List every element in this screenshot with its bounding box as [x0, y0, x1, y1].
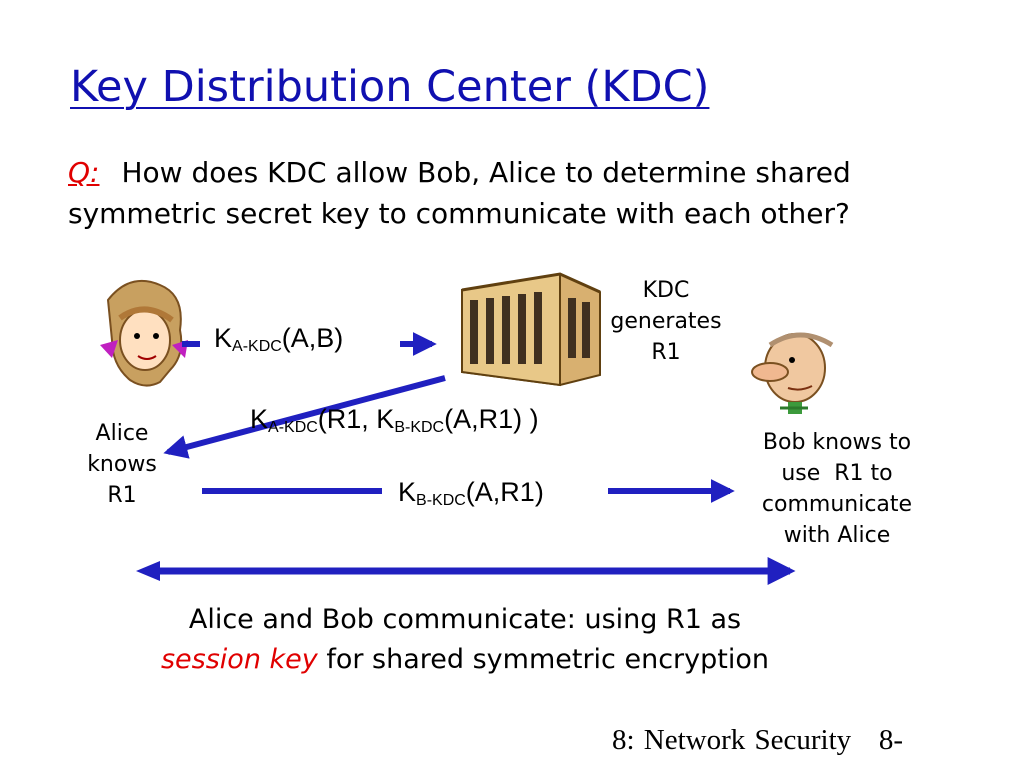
session-key-term: session key [160, 644, 318, 675]
kdc-label-line: generates [610, 309, 722, 334]
bob-label-line: Bob knows to [762, 430, 912, 455]
alice-label-line: knows [87, 452, 157, 477]
caption: Alice and Bob communicate: using R1 as s… [60, 600, 870, 680]
alice-label-line: Alice [95, 421, 149, 446]
kdc-label-line: R1 [651, 340, 681, 365]
message-3: KB-KDC(A,R1) [398, 477, 544, 510]
caption-line-1: Alice and Bob communicate: using R1 as [188, 604, 742, 635]
alice-label: Alice knows R1 [80, 418, 164, 511]
message-payload: (A,B) [281, 323, 344, 353]
slide-footer: 8: Network Security 8- [612, 724, 904, 756]
kdc-label-line: KDC [642, 278, 690, 303]
key-symbol: K [250, 404, 269, 434]
message-payload: (A,R1) ) [444, 404, 539, 434]
bob-label: Bob knows to use R1 to communicate with … [742, 427, 932, 551]
key-symbol: K [214, 323, 233, 353]
msg2-arrow [163, 375, 446, 459]
question: Q:How does KDC allow Bob, Alice to deter… [68, 152, 1008, 234]
alice-icon [100, 280, 188, 387]
arrows [136, 332, 796, 585]
question-prefix: Q: [68, 156, 100, 189]
bob-label-line: communicate [761, 492, 913, 517]
key-subscript: A-KDC [268, 419, 318, 436]
key-subscript: B-KDC [416, 492, 466, 509]
kdc-building-icon [461, 272, 601, 387]
key-subscript: B-KDC [394, 419, 445, 436]
question-text: How does KDC allow Bob, Alice to determi… [68, 156, 851, 230]
caption-line-2: session key for shared symmetric encrypt… [60, 640, 870, 680]
alice-label-line: R1 [107, 483, 137, 508]
bob-label-line: use R1 to [781, 461, 893, 486]
message-payload: (R1, K [317, 404, 395, 434]
bob-label-line: with Alice [783, 523, 891, 548]
caption-line-2-rest: for shared symmetric encryption [317, 644, 769, 675]
message-payload: (A,R1) [465, 477, 544, 507]
key-subscript: A-KDC [232, 338, 282, 355]
bob-icon [751, 332, 834, 414]
kdc-label: KDC generates R1 [598, 275, 734, 368]
message-2: KA-KDC(R1, KB-KDC(A,R1) ) [250, 404, 539, 437]
page-title: Key Distribution Center (KDC) [70, 62, 710, 112]
key-symbol: K [398, 477, 417, 507]
message-1: KA-KDC(A,B) [214, 323, 343, 356]
